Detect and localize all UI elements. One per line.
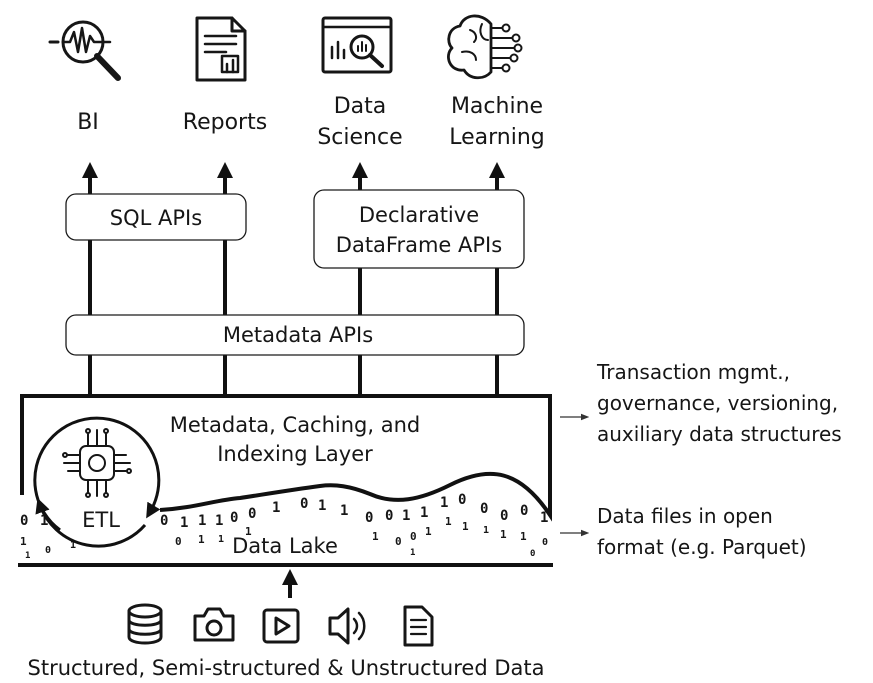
svg-text:1: 1 [272, 500, 280, 516]
svg-text:1: 1 [318, 498, 326, 514]
svg-text:0: 0 [458, 492, 466, 508]
svg-text:1: 1 [215, 513, 223, 529]
sources-label: Structured, Semi-structured & Unstructur… [28, 656, 545, 680]
svg-text:0: 0 [385, 508, 393, 524]
svg-text:1: 1 [440, 495, 448, 511]
svg-text:1: 1 [245, 525, 252, 538]
machine-learning-label-line2: Learning [449, 125, 545, 150]
svg-text:1: 1 [25, 551, 30, 561]
svg-text:1: 1 [483, 525, 489, 536]
svg-text:0: 0 [365, 510, 373, 526]
svg-text:1: 1 [340, 503, 348, 519]
svg-text:0: 0 [160, 513, 168, 529]
speaker-icon [328, 607, 366, 645]
sql-apis-box [65, 193, 247, 241]
video-play-icon [262, 608, 300, 644]
svg-text:1: 1 [425, 525, 432, 538]
svg-text:1: 1 [420, 505, 428, 521]
data-science-label-line1: Data [334, 94, 387, 119]
svg-text:0: 0 [500, 508, 508, 524]
layer-note-line1: Transaction mgmt., [596, 360, 790, 384]
svg-text:1: 1 [540, 510, 548, 526]
metadata-layer-title-line2: Indexing Layer [217, 442, 373, 466]
svg-text:0: 0 [300, 496, 308, 512]
machine-learning-label-line1: Machine [451, 94, 543, 119]
brain-circuit-icon [447, 14, 523, 80]
reports-label: Reports [183, 110, 267, 135]
dataframe-apis-label-line2: DataFrame APIs [336, 233, 502, 257]
metadata-layer-title-line1: Metadata, Caching, and [170, 413, 421, 437]
data-science-label-line2: Science [317, 125, 402, 150]
svg-text:0: 0 [520, 503, 528, 519]
svg-text:1: 1 [402, 508, 410, 524]
svg-text:0: 0 [45, 545, 51, 556]
svg-text:1: 1 [520, 530, 527, 543]
metadata-apis-box [65, 314, 525, 356]
svg-text:0: 0 [20, 513, 28, 529]
camera-icon [193, 607, 235, 642]
svg-text:1: 1 [500, 528, 507, 541]
svg-text:0: 0 [395, 535, 402, 548]
svg-text:1: 1 [372, 530, 379, 543]
svg-text:1: 1 [218, 534, 224, 545]
lake-note-line2: format (e.g. Parquet) [597, 535, 807, 559]
etl-chip-icon [62, 428, 132, 498]
svg-text:1: 1 [20, 535, 27, 548]
svg-text:1: 1 [410, 548, 415, 558]
data-lake-label: Data Lake [232, 534, 338, 558]
svg-text:1: 1 [198, 533, 205, 546]
dataframe-apis-label-line1: Declarative [359, 203, 479, 227]
etl-label: ETL [82, 508, 120, 532]
metadata-apis-label: Metadata APIs [223, 323, 373, 347]
svg-text:0: 0 [530, 549, 535, 559]
layer-note-line3: auxiliary data structures [597, 422, 842, 446]
data-bits: 0 1 0 0 1 1 1 0 0 1 0 1 1 0 0 1 1 1 0 0 … [20, 492, 548, 561]
dataframe-apis-box [313, 189, 525, 269]
svg-text:0: 0 [542, 537, 548, 548]
svg-text:0: 0 [230, 510, 238, 526]
sql-apis-label: SQL APIs [110, 206, 202, 230]
svg-text:1: 1 [180, 515, 188, 531]
svg-text:0: 0 [410, 530, 417, 543]
lake-note-line1: Data files in open [597, 504, 773, 528]
metadata-layer-frame [20, 394, 552, 522]
svg-text:0: 0 [175, 535, 182, 548]
layer-note-line2: governance, versioning, [597, 391, 838, 415]
data-science-monitor-icon [321, 16, 393, 74]
text-document-icon [403, 605, 434, 647]
database-icon [127, 603, 163, 645]
svg-text:1: 1 [462, 520, 469, 533]
svg-text:0: 0 [480, 501, 488, 517]
bi-magnifier-waveform-icon [48, 20, 121, 81]
svg-text:0: 0 [248, 506, 256, 522]
svg-text:1: 1 [445, 515, 452, 528]
bi-label: BI [77, 110, 99, 135]
svg-text:1: 1 [198, 513, 206, 529]
report-document-icon [195, 16, 247, 82]
svg-text:1: 1 [40, 513, 48, 529]
svg-text:1: 1 [70, 540, 76, 551]
